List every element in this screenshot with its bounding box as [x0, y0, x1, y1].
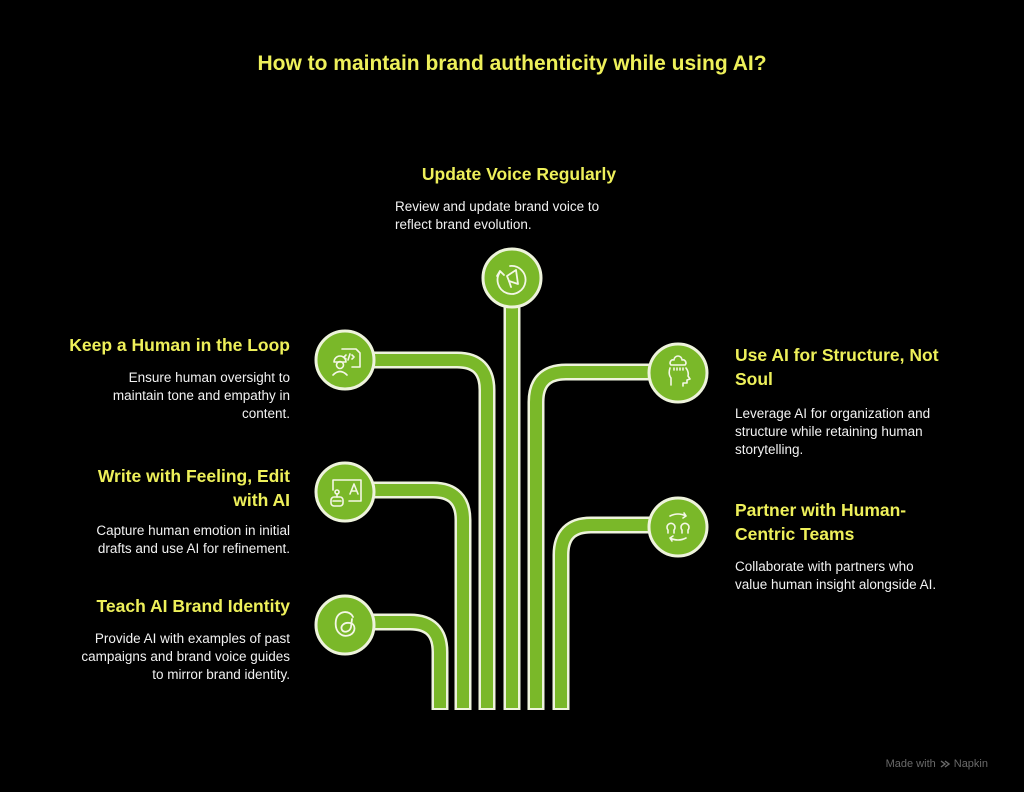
- structure-soul-description-line-3: storytelling.: [735, 442, 804, 457]
- diagram-title: How to maintain brand authenticity while…: [257, 52, 767, 75]
- branch-partner-teams-outline: [552, 516, 652, 710]
- structure-soul-description-line-2: structure while retaining human: [735, 424, 923, 439]
- write-feeling-heading-line-1: Write with Feeling, Edit: [97, 466, 290, 486]
- write-feeling-heading-line-2: with AI: [233, 490, 290, 510]
- human-loop-description-line-1: Ensure human oversight to: [128, 370, 290, 385]
- human-loop-node: [314, 329, 376, 391]
- human-loop-description-line-3: content.: [241, 406, 290, 421]
- structure-soul-heading-line-2: Soul: [735, 369, 773, 389]
- teach-identity-description-line-2: campaigns and brand voice guides: [81, 649, 290, 664]
- made-with-label: Made with: [885, 758, 936, 770]
- threads-icon: [334, 611, 356, 637]
- write-feeling-node: [314, 461, 376, 523]
- human-loop-heading: Keep a Human in the Loop: [69, 335, 290, 355]
- napkin-brand-label: Napkin: [953, 758, 988, 770]
- human-loop-description-line-2: maintain tone and empathy in: [112, 388, 290, 403]
- structure-soul-block: Use AI for Structure, Not Soul Leverage …: [735, 343, 995, 459]
- update-voice-description-line-1: Review and update brand voice to: [395, 199, 600, 214]
- update-voice-block: Update Voice Regularly Review and update…: [395, 162, 655, 234]
- teach-identity-description-line-1: Provide AI with examples of past: [94, 631, 290, 646]
- partner-teams-node: [647, 496, 709, 558]
- write-feeling-description-line-2: drafts and use AI for refinement.: [97, 541, 290, 556]
- made-with-napkin-footer: Made with Napkin: [886, 758, 988, 770]
- structure-soul-description-line-1: Leverage AI for organization and: [735, 406, 931, 421]
- human-loop-block: Keep a Human in the Loop Ensure human ov…: [30, 333, 290, 423]
- partner-teams-description-line-2: value human insight alongside AI.: [735, 577, 937, 592]
- megaphone-refresh-icon: [496, 265, 527, 295]
- partner-teams-heading-line-1: Partner with Human-: [735, 500, 907, 520]
- teach-identity-block: Teach AI Brand Identity Provide AI with …: [30, 594, 290, 684]
- partner-teams-heading-line-2: Centric Teams: [735, 524, 855, 544]
- teach-identity-description-line-3: to mirror brand identity.: [152, 667, 290, 682]
- teach-identity-heading: Teach AI Brand Identity: [96, 596, 291, 616]
- people-exchange-icon: [666, 512, 690, 542]
- head-cloud-icon: [668, 355, 691, 387]
- robot-board-icon: [330, 479, 362, 507]
- worker-code-icon: [332, 348, 361, 376]
- update-voice-description-line-2: reflect brand evolution.: [395, 217, 532, 232]
- partner-teams-description-line-1: Collaborate with partners who: [735, 559, 914, 574]
- napkin-logo-icon: [940, 760, 950, 768]
- write-feeling-description-line-1: Capture human emotion in initial: [96, 523, 290, 538]
- partner-teams-block: Partner with Human- Centric Teams Collab…: [735, 498, 995, 594]
- write-feeling-block: Write with Feeling, Edit with AI Capture…: [30, 464, 290, 558]
- structure-soul-node: [647, 342, 709, 404]
- branch-write-feeling-outline: [372, 481, 472, 710]
- update-voice-heading: Update Voice Regularly: [421, 164, 617, 184]
- structure-soul-heading-line-1: Use AI for Structure, Not: [735, 345, 939, 365]
- teach-identity-node: [314, 594, 376, 656]
- update-voice-node: [481, 247, 543, 309]
